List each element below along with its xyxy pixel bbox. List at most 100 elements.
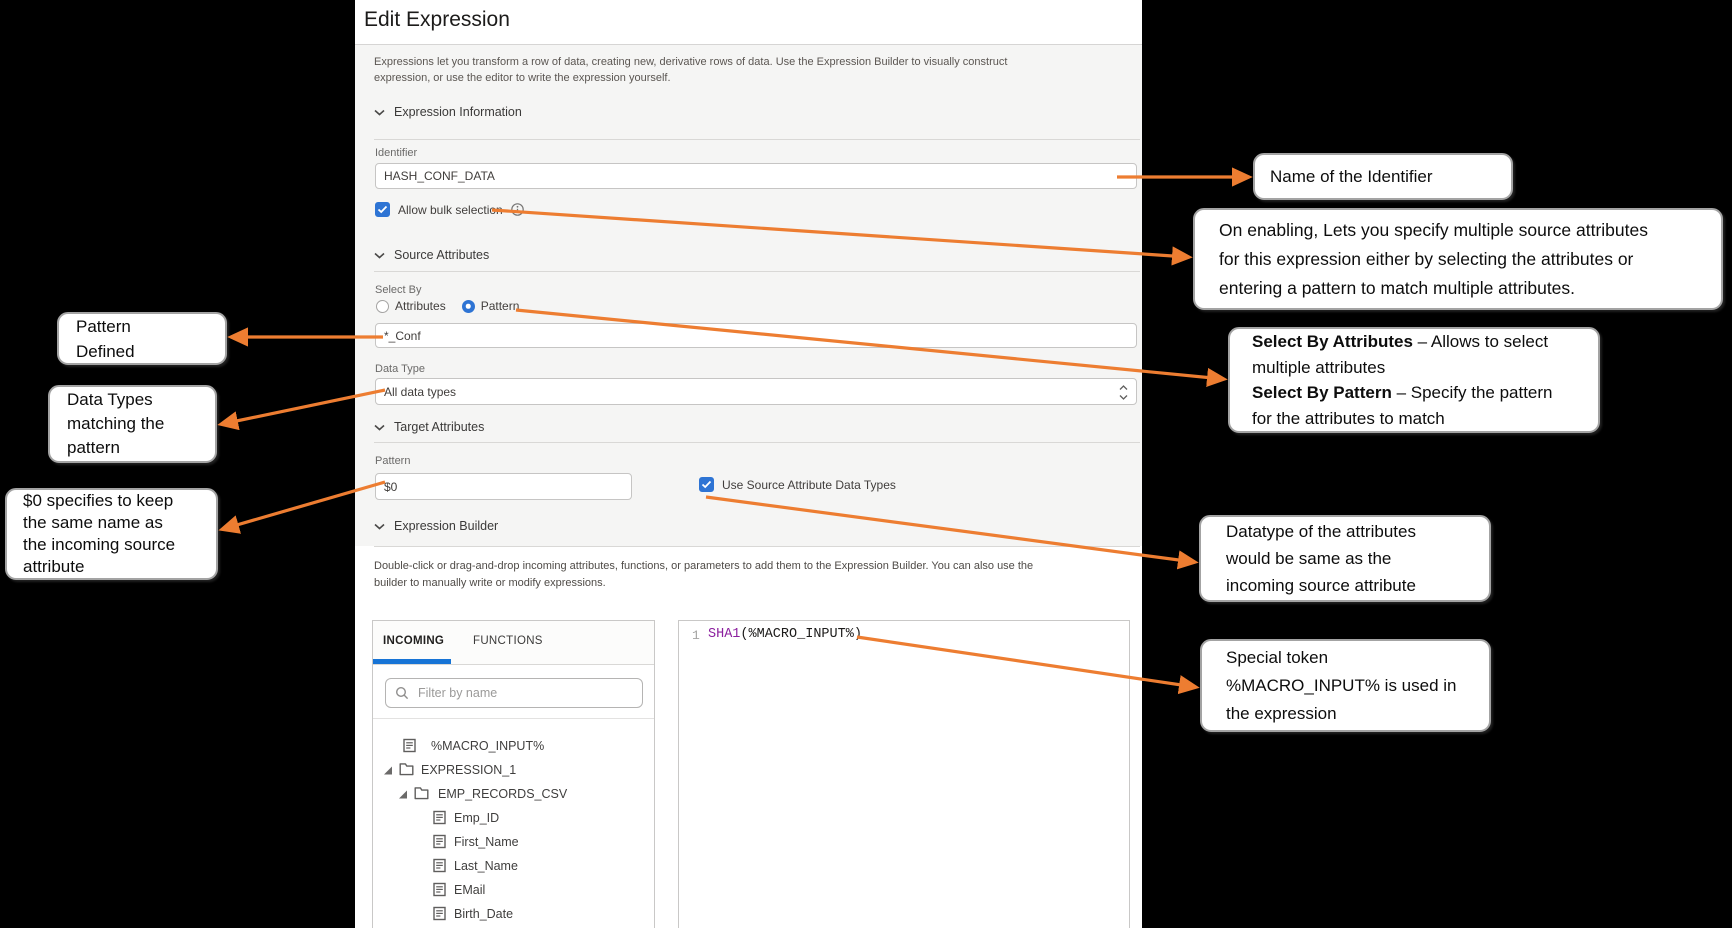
target-pattern-label: Pattern <box>375 455 411 467</box>
radio-attributes-label: Attributes <box>395 299 446 313</box>
divider <box>374 546 1140 547</box>
filter-input[interactable] <box>416 685 633 701</box>
callout-line: Defined <box>76 341 135 361</box>
folder-icon <box>399 762 414 776</box>
tree-item-label: First_Name <box>454 835 519 849</box>
tree-item-macro-input[interactable]: %MACRO_INPUT% <box>373 734 654 758</box>
tree-item-label: EXPRESSION_1 <box>421 763 517 777</box>
attributes-panel: INCOMING FUNCTIONS %MACRO_INPUT% EXPRESSI… <box>372 620 655 928</box>
section-title: Source Attributes <box>394 248 490 262</box>
dialog-title: Edit Expression <box>364 8 510 31</box>
callout-line: entering a pattern to match multiple att… <box>1219 277 1576 298</box>
use-source-checkbox[interactable] <box>699 477 714 492</box>
dialog-header: Edit Expression <box>355 0 1142 45</box>
tree-item-email[interactable]: EMail <box>373 878 654 902</box>
radio-attributes[interactable] <box>376 299 389 313</box>
radio-pattern[interactable] <box>461 299 475 313</box>
allow-bulk-checkbox[interactable] <box>375 202 390 217</box>
callout-line: Data Types <box>67 390 153 409</box>
tree-item-birth-date[interactable]: Birth_Date <box>373 902 654 926</box>
tab-incoming[interactable]: INCOMING <box>383 635 445 647</box>
line-number: 1 <box>692 628 700 643</box>
callout-line: Special token <box>1226 647 1329 667</box>
chevron-down-icon <box>374 248 385 262</box>
callout-line: the incoming source <box>23 535 176 554</box>
attribute-icon <box>433 834 446 849</box>
tree-item-label: %MACRO_INPUT% <box>431 739 545 753</box>
allow-bulk-label: Allow bulk selection <box>398 202 503 217</box>
use-source-types-row: Use Source Attribute Data Types <box>699 477 896 492</box>
builder-hint-text: Double-click or drag-and-drop incoming a… <box>374 560 1034 589</box>
callout-line: Datatype of the attributes <box>1226 522 1416 541</box>
callout-special-token: Special token %MACRO_INPUT% is used in the… <box>1200 639 1491 732</box>
attribute-icon <box>433 906 446 921</box>
callout-datatype-same: Datatype of the attributes would be same … <box>1199 515 1491 602</box>
target-pattern-input[interactable] <box>375 473 632 500</box>
callout-line: the same name as <box>23 513 163 532</box>
callout-line: On enabling, Lets you specify multiple s… <box>1219 219 1648 240</box>
tab-functions[interactable]: FUNCTIONS <box>473 635 543 647</box>
tree-item-expression-1[interactable]: EXPRESSION_1 <box>373 758 654 782</box>
active-tab-underline <box>373 659 451 664</box>
divider <box>374 442 1140 443</box>
expand-triangle-icon <box>384 766 393 775</box>
chevron-down-icon <box>374 105 385 119</box>
tree-item-first-name[interactable]: First_Name <box>373 830 654 854</box>
expression-code[interactable]: SHA1(%MACRO_INPUT%) <box>708 627 862 642</box>
tree-item-label: EMP_RECORDS_CSV <box>438 787 568 801</box>
tree-item-last-name[interactable]: Last_Name <box>373 854 654 878</box>
chevron-down-icon <box>374 519 385 533</box>
tree-item-emp-records-csv[interactable]: EMP_RECORDS_CSV <box>373 782 654 806</box>
data-type-value: All data types <box>384 384 457 399</box>
callout-line: %MACRO_INPUT% is used in <box>1226 675 1457 695</box>
callout-line: Select By Attributes – Allows to select <box>1252 332 1549 351</box>
info-icon[interactable] <box>510 203 524 216</box>
select-by-radio-group: Attributes Pattern <box>376 299 519 313</box>
tree-item-label: Last_Name <box>454 859 518 873</box>
callout-line: Name of the Identifier <box>1270 166 1433 186</box>
callout-line: matching the <box>67 414 165 433</box>
search-icon <box>395 686 409 700</box>
use-source-label: Use Source Attribute Data Types <box>722 477 896 492</box>
section-target-attributes[interactable]: Target Attributes <box>374 420 484 434</box>
callout-line: would be same as the <box>1226 549 1392 568</box>
attribute-icon <box>433 882 446 897</box>
section-expression-information[interactable]: Expression Information <box>374 105 522 119</box>
section-title: Target Attributes <box>394 420 485 434</box>
section-title: Expression Builder <box>394 519 499 533</box>
data-type-label: Data Type <box>375 363 425 375</box>
callout-bulk-selection: On enabling, Lets you specify multiple s… <box>1193 208 1723 310</box>
callout-line: incoming source attribute <box>1226 576 1416 595</box>
callout-identifier-name: Name of the Identifier <box>1253 153 1513 200</box>
callout-line: attribute <box>23 557 85 576</box>
divider <box>374 271 1140 272</box>
data-type-select[interactable]: All data types <box>375 378 1137 405</box>
dialog-description: Expressions let you transform a row of d… <box>374 56 1008 84</box>
tree-item-label: Birth_Date <box>454 907 514 921</box>
expression-code-editor[interactable]: 1 SHA1(%MACRO_INPUT%) <box>678 620 1130 928</box>
select-by-label: Select By <box>375 284 422 296</box>
callout-line: for this expression either by selecting … <box>1219 248 1634 269</box>
identifier-input[interactable] <box>375 163 1137 189</box>
callout-data-types-matching: Data Types matching the pattern <box>48 385 217 463</box>
attribute-icon <box>403 738 416 753</box>
tree-item-label: EMail <box>454 883 486 897</box>
callout-line: the expression <box>1226 703 1337 723</box>
section-title: Expression Information <box>394 105 522 119</box>
tree-item-emp-id[interactable]: Emp_ID <box>373 806 654 830</box>
callout-line: Pattern <box>76 316 131 336</box>
section-expression-builder[interactable]: Expression Builder <box>374 519 498 533</box>
select-stepper-icon <box>1119 384 1128 401</box>
expand-triangle-icon <box>399 790 408 799</box>
edit-expression-dialog: Edit Expression Expressions let you tran… <box>355 0 1142 928</box>
divider <box>374 139 1140 140</box>
source-pattern-input[interactable] <box>375 323 1137 348</box>
section-source-attributes[interactable]: Source Attributes <box>374 248 489 262</box>
radio-pattern-label: Pattern <box>480 299 520 313</box>
callout-line: pattern <box>67 438 120 457</box>
